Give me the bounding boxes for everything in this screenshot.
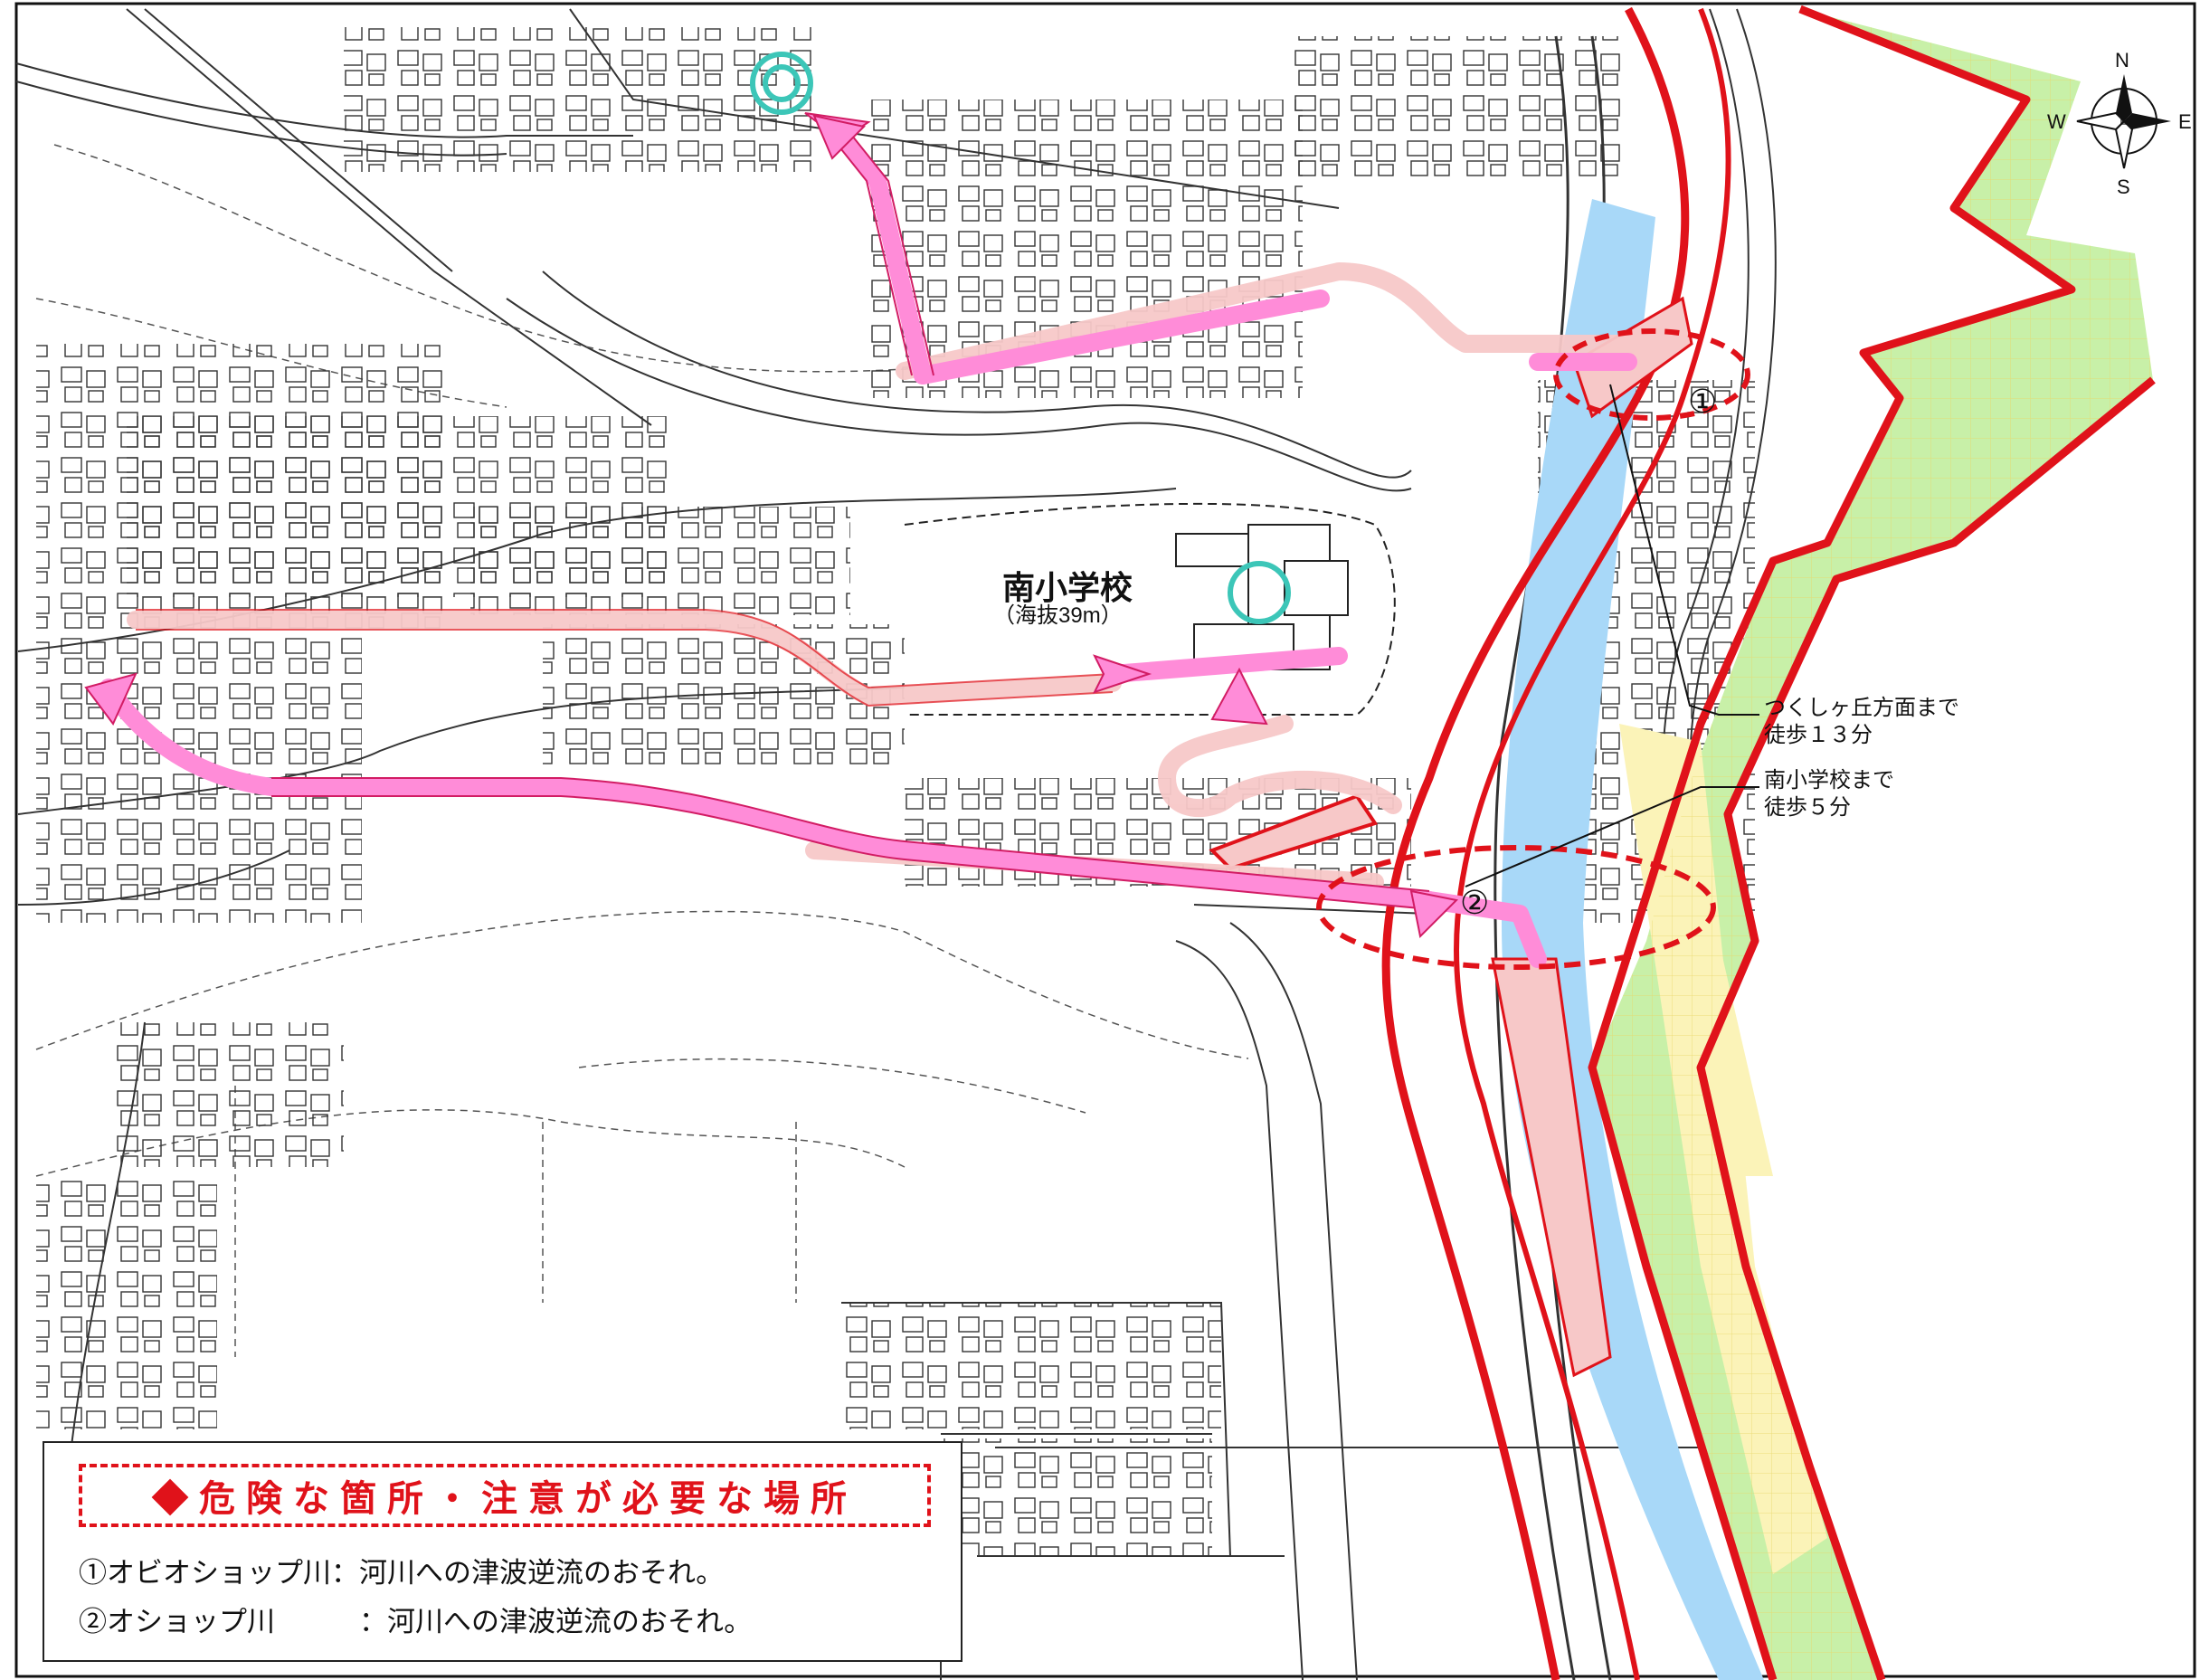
evacuation-route (100, 127, 1637, 968)
compass-east: E (2178, 110, 2192, 133)
legend-title: ◆危険な箇所・注意が必要な場所 (152, 1479, 858, 1519)
legend-title-box: ◆危険な箇所・注意が必要な場所 (79, 1464, 931, 1527)
legend-item: ②オショップ川 ：河川への津波逆流のおそれ。 (79, 1606, 753, 1637)
school-evacuation-marker (1228, 561, 1291, 624)
compass-north: N (2115, 49, 2129, 71)
evacuation-site-marker (750, 52, 813, 115)
evacuation-route-border (271, 135, 1430, 910)
danger-point-1 (1553, 328, 1750, 421)
legend-panel: ◆危険な箇所・注意が必要な場所 ①オビオショップ川：河川への津波逆流のおそれ。 … (43, 1441, 962, 1662)
callout-tsukushigaoka-line2: 徒歩１３分 (1764, 723, 1873, 747)
route-arrows (84, 112, 1459, 939)
route-outline (136, 609, 1114, 707)
compass-south: S (2117, 176, 2130, 198)
callout-tsukushigaoka-line1: つくしヶ丘方面まで (1764, 696, 1959, 720)
hazard-boundary (1381, 5, 2156, 1680)
school-building (904, 502, 1396, 716)
marker-point-2: ② (1460, 884, 1489, 921)
hazard-strip-3 (1209, 793, 1379, 871)
school-name: 南小学校 (1002, 569, 1133, 606)
callout-school-line1: 南小学校まで (1764, 768, 1894, 793)
callout-lines (1465, 384, 1759, 887)
school-elevation: （海抜39m） (993, 603, 1123, 628)
callout-school-line2: 徒歩５分 (1764, 795, 1851, 820)
marker-point-1: ① (1688, 383, 1717, 420)
legend-item: ①オビオショップ川：河川への津波逆流のおそれ。 (79, 1557, 725, 1589)
compass-west: W (2047, 110, 2066, 133)
danger-point-2 (1316, 845, 1716, 970)
compass-icon: N S E W (2047, 49, 2192, 198)
